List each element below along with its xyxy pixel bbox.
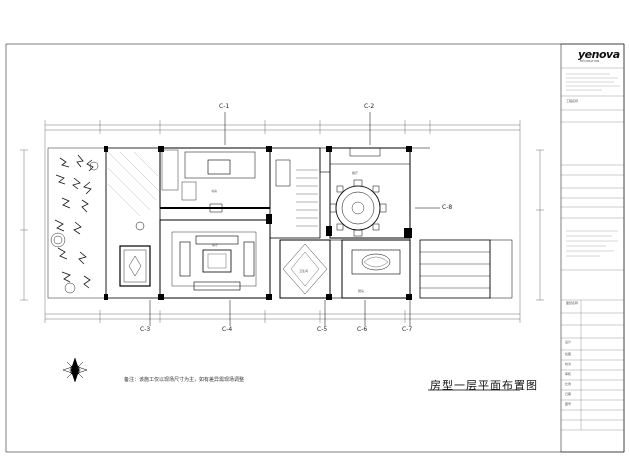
tb-row-scale: 比例 bbox=[565, 382, 572, 386]
section-label-c2: C-2 bbox=[364, 103, 375, 110]
title-block-text-lines bbox=[566, 73, 620, 257]
tb-row-date: 日期 bbox=[565, 392, 572, 396]
project-label: 工程名称 bbox=[566, 99, 579, 103]
section-label-c5: C-5 bbox=[317, 326, 328, 333]
tb-row-draw: 绘图 bbox=[565, 352, 572, 356]
section-label-c6: C-6 bbox=[357, 326, 368, 333]
dimension-lines bbox=[20, 120, 544, 323]
section-markers bbox=[149, 112, 440, 326]
entrance-steps bbox=[409, 147, 513, 299]
section-label-c7: C-7 bbox=[402, 326, 413, 333]
section-label-c4: C-4 bbox=[222, 326, 233, 333]
brand-subtitle: DECORATION bbox=[580, 60, 600, 63]
stair-core bbox=[269, 147, 331, 239]
section-label-c3: C-3 bbox=[140, 326, 151, 333]
tb-row-design: 设计 bbox=[565, 340, 572, 344]
section-label-c1: C-1 bbox=[219, 103, 230, 110]
room-label-living: 客厅 bbox=[212, 243, 219, 247]
wall-columns bbox=[104, 146, 412, 300]
drawing-title: 房型一层平面布置图 bbox=[430, 379, 538, 392]
room-label-study: 书房 bbox=[211, 189, 218, 193]
north-arrow bbox=[62, 357, 88, 383]
living-room bbox=[159, 219, 271, 299]
tb-row-check: 校对 bbox=[565, 362, 572, 366]
room-label-kitchen: 厨房 bbox=[358, 289, 365, 293]
drawing-name-label: 图纸名称 bbox=[566, 301, 579, 305]
title-block bbox=[560, 43, 625, 453]
room-label-bath: 卫生间 bbox=[299, 269, 309, 273]
room-label-dining: 餐厅 bbox=[352, 171, 359, 175]
drawing-note: 备注：该施工仅以现场尺寸为主，如有差异需现场调整 bbox=[124, 377, 245, 383]
section-label-c8: C-8 bbox=[442, 204, 453, 211]
tb-row-approve: 审核 bbox=[565, 372, 572, 376]
study-room bbox=[159, 147, 271, 213]
kitchen-room bbox=[341, 239, 411, 299]
terrace-room bbox=[105, 147, 161, 299]
garden-area bbox=[47, 147, 107, 299]
title-block-rows bbox=[561, 67, 624, 431]
bath-room bbox=[279, 239, 343, 299]
dining-room bbox=[329, 147, 411, 239]
tb-row-number: 图号 bbox=[565, 402, 572, 406]
brand-logo: yenova bbox=[578, 48, 620, 61]
